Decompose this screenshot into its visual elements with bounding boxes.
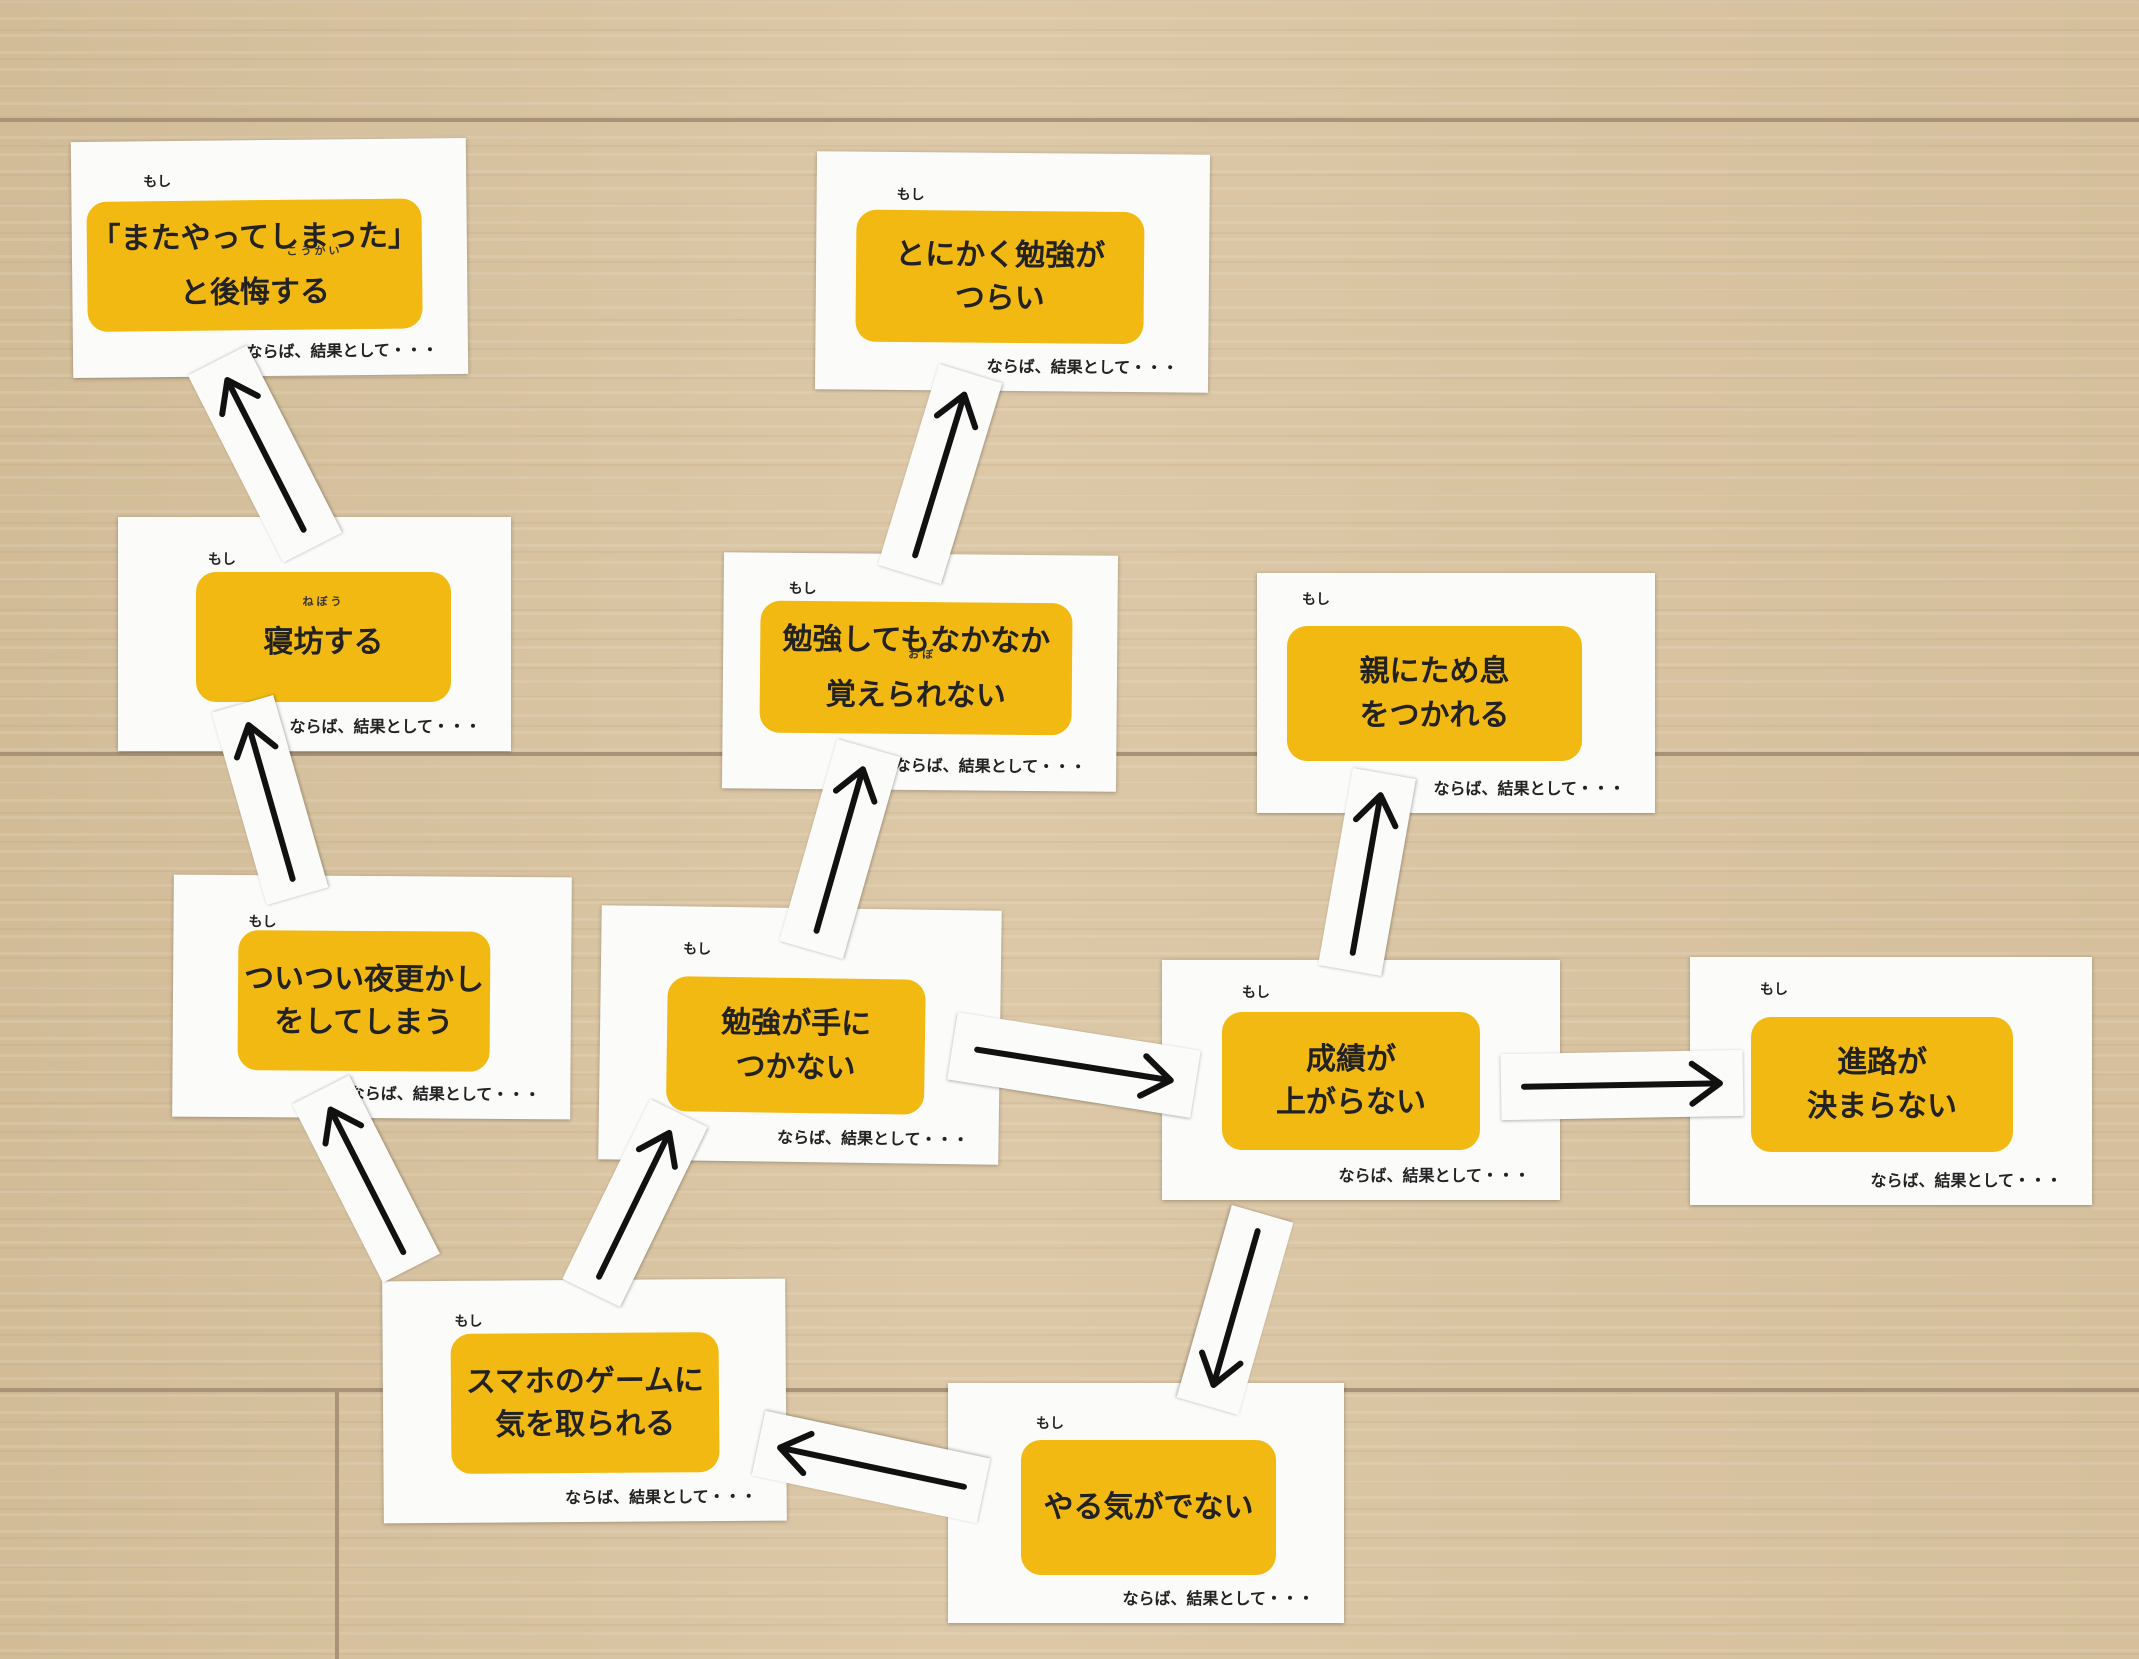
- condition-line-2-text: と後悔する: [179, 273, 331, 311]
- condition-line-1: やる気がでない: [1043, 1489, 1254, 1525]
- result-footer: ならば、結果として・・・: [1870, 1171, 2062, 1190]
- arrow-cantfocus-to-memorize: [779, 738, 901, 960]
- arrow-icon: [777, 1430, 967, 1490]
- condition-box: 親にため息 をつかれる: [1287, 626, 1582, 761]
- result-footer: ならば、結果として・・・: [1433, 779, 1625, 798]
- arrow-memorize-to-painful: [877, 363, 1003, 585]
- arrow-grades-to-motivation: [1176, 1205, 1294, 1415]
- condition-box: ねぼう寝坊する: [196, 572, 451, 702]
- result-footer: ならば、結果として・・・: [348, 1083, 541, 1105]
- result-footer: ならば、結果として・・・: [986, 356, 1179, 378]
- moshi-label: もし: [896, 186, 925, 204]
- condition-line-2: つかない: [735, 1048, 856, 1086]
- condition-line-1: 成績が: [1306, 1041, 1396, 1077]
- condition-line-2: をつかれる: [1359, 697, 1510, 733]
- moshi-label: もし: [1036, 1416, 1064, 1432]
- condition-box: 勉強してもなかなか おぼ覚えられない: [759, 600, 1073, 736]
- condition-line-1: ついつい夜更かし: [244, 960, 485, 998]
- card-motivation: もし やる気がでない ならば、結果として・・・: [948, 1383, 1344, 1623]
- result-footer: ならば、結果として・・・: [246, 340, 439, 362]
- arrow-icon: [233, 722, 296, 882]
- condition-box: スマホのゲームに 気を取られる: [450, 1332, 720, 1474]
- condition-line-1: とにかく勉強が: [895, 236, 1106, 274]
- arrow-smartphone-to-cantfocus: [562, 1099, 708, 1307]
- arrow-grades-to-sigh: [1318, 767, 1416, 977]
- card-memorize: もし 勉強してもなかなか おぼ覚えられない ならば、結果として・・・: [721, 552, 1119, 792]
- condition-box: ついつい夜更かし をしてしまう: [237, 930, 491, 1072]
- moshi-label: もし: [143, 174, 172, 191]
- condition-line-2-text: 覚えられない: [825, 676, 1006, 714]
- result-footer: ならば、結果として・・・: [1122, 1589, 1314, 1608]
- card-sigh: もし 親にため息 をつかれる ならば、結果として・・・: [1257, 573, 1655, 813]
- arrow-icon: [974, 1046, 1174, 1099]
- result-footer: ならば、結果として・・・: [565, 1486, 757, 1508]
- condition-line-1: 勉強が手に: [720, 1004, 872, 1042]
- result-footer: ならば、結果として・・・: [894, 755, 1087, 777]
- moshi-label: もし: [1302, 592, 1330, 608]
- condition-line-2: 決まらない: [1807, 1088, 1957, 1124]
- result-footer: ならば、結果として・・・: [289, 717, 481, 736]
- arrow-icon: [596, 1129, 678, 1280]
- furigana: おぼ: [908, 647, 937, 661]
- condition-box: とにかく勉強が つらい: [855, 209, 1145, 345]
- condition-line-2: 上がらない: [1276, 1085, 1426, 1120]
- result-footer: ならば、結果として・・・: [1338, 1166, 1530, 1185]
- arrow-icon: [322, 1106, 407, 1256]
- condition-box: 成績が 上がらない: [1222, 1012, 1480, 1150]
- moshi-label: もし: [1242, 985, 1270, 1001]
- condition-box: やる気がでない: [1021, 1440, 1276, 1575]
- arrow-grades-to-career: [1500, 1049, 1744, 1121]
- arrow-icon: [219, 377, 307, 533]
- furigana: こうかい: [286, 243, 343, 258]
- condition-box: 「またやってしまった」 こうかいと後悔する: [86, 198, 423, 332]
- condition-line-1: 親にため息: [1359, 654, 1510, 689]
- floor-seam: [0, 118, 2139, 122]
- card-smartphone: もし スマホのゲームに 気を取られる ならば、結果として・・・: [382, 1278, 787, 1524]
- condition-line-2: おぼ覚えられない: [825, 647, 1006, 718]
- moshi-label: もし: [208, 552, 236, 568]
- condition-line-2: つらい: [954, 280, 1045, 317]
- arrow-cantfocus-to-grades: [947, 1012, 1201, 1118]
- floor-seam: [335, 1390, 339, 1659]
- arrow-icon: [1349, 792, 1399, 956]
- condition-line-1: ねぼう寝坊する: [263, 596, 384, 665]
- card-latenight: もし ついつい夜更かし をしてしまう ならば、結果として・・・: [172, 874, 572, 1120]
- condition-line-2: をしてしまう: [274, 1004, 454, 1041]
- arrow-icon: [1521, 1060, 1723, 1107]
- moshi-label: もし: [454, 1313, 483, 1330]
- condition-line-1-text: 寝坊する: [263, 624, 384, 660]
- condition-box: 進路が 決まらない: [1751, 1017, 2013, 1152]
- arrow-motivation-to-smartphone: [751, 1410, 991, 1524]
- moshi-label: もし: [248, 914, 277, 931]
- moshi-label: もし: [1760, 982, 1788, 998]
- arrow-icon: [1198, 1228, 1261, 1388]
- arrow-oversleep-to-regret: [187, 345, 343, 563]
- card-grades: もし 成績が 上がらない ならば、結果として・・・: [1162, 960, 1560, 1200]
- arrow-smartphone-to-latenight: [292, 1075, 440, 1283]
- result-footer: ならば、結果として・・・: [776, 1127, 969, 1150]
- card-career: もし 進路が 決まらない ならば、結果として・・・: [1690, 957, 2092, 1205]
- furigana: ねぼう: [302, 594, 345, 608]
- condition-line-2: 気を取られる: [495, 1406, 676, 1443]
- card-oversleep: もし ねぼう寝坊する ならば、結果として・・・: [118, 517, 511, 751]
- arrow-icon: [912, 391, 979, 559]
- card-regret: もし 「またやってしまった」 こうかいと後悔する ならば、結果として・・・: [70, 137, 469, 379]
- condition-line-2: こうかいと後悔する: [179, 244, 343, 315]
- condition-line-1: 進路が: [1837, 1045, 1927, 1080]
- moshi-label: もし: [788, 580, 817, 598]
- moshi-label: もし: [683, 941, 712, 958]
- card-painful: もし とにかく勉強が つらい ならば、結果として・・・: [814, 151, 1211, 393]
- condition-line-1: スマホのゲームに: [465, 1362, 705, 1400]
- arrow-icon: [813, 766, 878, 934]
- condition-box: 勉強が手に つかない: [665, 976, 926, 1115]
- arrow-latenight-to-oversleep: [211, 695, 329, 905]
